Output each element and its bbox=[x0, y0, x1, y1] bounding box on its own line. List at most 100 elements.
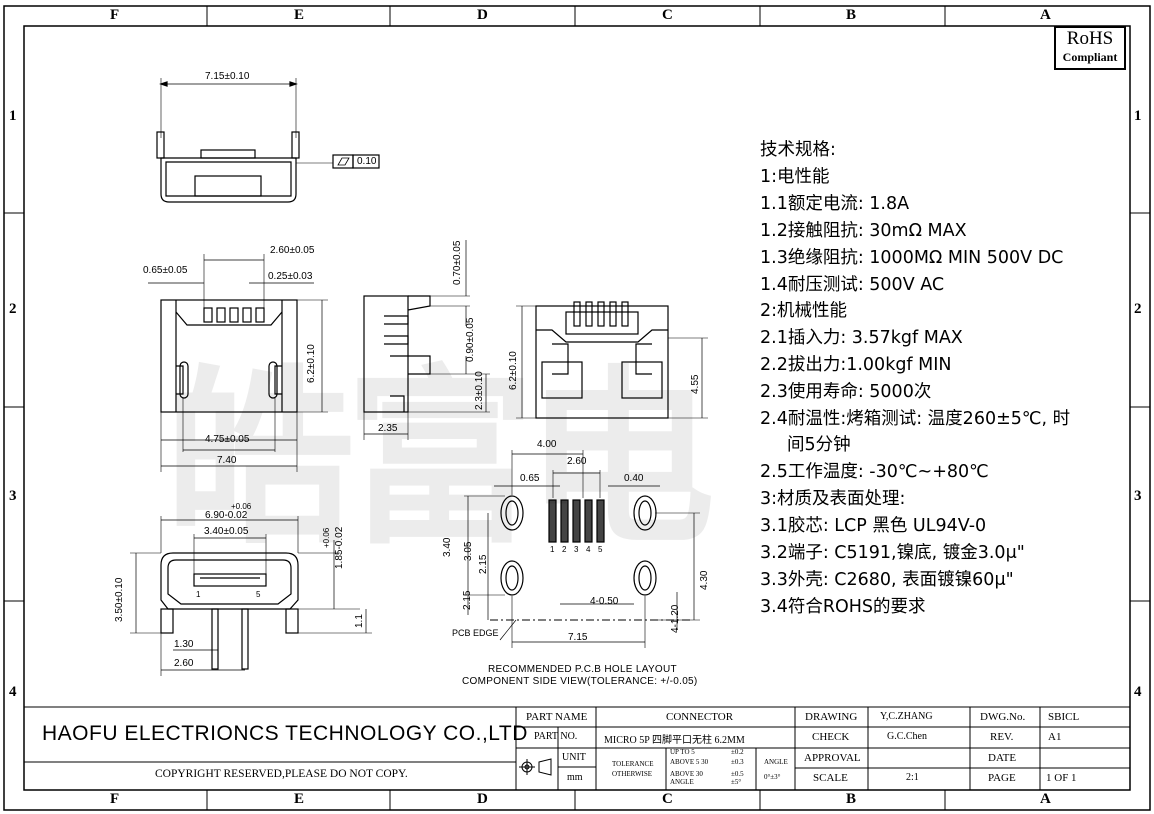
dim-label: 2.15 bbox=[478, 554, 489, 574]
spec-line: 3.4符合ROHS的要求 bbox=[760, 597, 926, 617]
tolerance-label: TOLERANCE bbox=[612, 760, 654, 768]
spec-line: 间5分钟 bbox=[787, 435, 851, 455]
front-view bbox=[148, 254, 328, 472]
zone-row-1: 1 bbox=[9, 108, 17, 124]
spec-line: 2.2拔出力:1.00kgf MIN bbox=[760, 355, 952, 375]
drawing-label: DRAWING bbox=[805, 711, 858, 723]
copyright-notice: COPYRIGHT RESERVED,PLEASE DO NOT COPY. bbox=[155, 768, 408, 780]
dim-label: 0.90±0.05 bbox=[465, 317, 476, 362]
spec-line: 3.3外壳: C2680, 表面镀镍60μ" bbox=[760, 570, 1014, 590]
dim-label: 4.00 bbox=[537, 439, 557, 450]
pin-number: 5 bbox=[256, 590, 261, 599]
zone-col-f-bottom: F bbox=[110, 791, 120, 807]
spec-line: 1.3绝缘阻抗: 1000MΩ MIN 500V DC bbox=[760, 248, 1064, 268]
pin-number: 1 bbox=[550, 545, 555, 554]
angle-label: ANGLE bbox=[764, 758, 788, 766]
spec-line: 1.4耐压测试: 500V AC bbox=[760, 275, 945, 295]
dim-label: 6.2±0.10 bbox=[306, 344, 317, 383]
dim-label: 0.70±0.05 bbox=[452, 240, 463, 285]
page-value: 1 OF 1 bbox=[1046, 772, 1077, 784]
tol-value: ±0.3 bbox=[731, 758, 744, 766]
zone-row-3-right: 3 bbox=[1134, 488, 1142, 504]
dim-label: 3.40 bbox=[442, 537, 453, 557]
rohs-compliant: Compliant bbox=[1062, 50, 1118, 64]
dim-label: 7.15 bbox=[568, 632, 588, 643]
tol-value: ±0.5 bbox=[731, 770, 744, 778]
tol-row: UP TO 5 bbox=[670, 748, 695, 756]
spec-line: 1.2接触阻抗: 30mΩ MAX bbox=[760, 221, 967, 241]
part-name-label: PART NAME bbox=[526, 711, 588, 723]
dim-label: 0.65 bbox=[520, 473, 540, 484]
tol-value: ±0.2 bbox=[731, 748, 744, 756]
scale-label: SCALE bbox=[813, 772, 848, 784]
check-label: CHECK bbox=[812, 731, 850, 743]
spec-line: 1.1额定电流: 1.8A bbox=[760, 194, 910, 214]
approval-label: APPROVAL bbox=[804, 752, 861, 764]
watermark: 皓富电 bbox=[165, 349, 715, 570]
note-recommended: RECOMMENDED P.C.B HOLE LAYOUT bbox=[488, 664, 677, 675]
title-block-lines bbox=[24, 706, 1130, 790]
spec-line: 2.3使用寿命: 5000次 bbox=[760, 382, 932, 402]
dim-label: 1.30 bbox=[174, 639, 194, 650]
pin-number: 2 bbox=[562, 545, 567, 554]
spec-line: 3.2端子: C5191,镍底, 镀金3.0μ" bbox=[760, 543, 1025, 563]
zone-col-e-bottom: E bbox=[294, 791, 305, 807]
dim-label: 2.35 bbox=[378, 423, 398, 434]
zone-row-3: 3 bbox=[9, 488, 17, 504]
pcb-layout-view bbox=[464, 450, 700, 648]
spec-line: 2:机械性能 bbox=[760, 301, 848, 321]
company-name: HAOFU ELECTRIONCS TECHNOLOGY CO.,LTD bbox=[42, 722, 528, 745]
pin-number: 3 bbox=[574, 545, 579, 554]
dim-label: 4.75±0.05 bbox=[205, 434, 250, 445]
zone-col-c: C bbox=[662, 7, 673, 23]
dim-label: 2.15 bbox=[462, 590, 473, 610]
spec-line: 2.4耐温性:烤箱测试: 温度260±5℃, 时 bbox=[760, 409, 1071, 429]
dim-label: 6.2±0.10 bbox=[508, 351, 519, 390]
spec-line: 1:电性能 bbox=[760, 167, 830, 187]
zone-col-a: A bbox=[1040, 7, 1051, 23]
spec-line: 2.5工作温度: -30℃~+80℃ bbox=[760, 462, 989, 482]
dim-label: 0.40 bbox=[624, 473, 644, 484]
dwg-no-value: SBICL bbox=[1048, 711, 1080, 723]
rear-view bbox=[516, 301, 708, 419]
part-name-value: CONNECTOR bbox=[666, 711, 734, 723]
dim-label: 1.1 bbox=[354, 614, 365, 628]
rohs-badge: RoHS Compliant bbox=[1054, 26, 1126, 70]
zone-col-b-bottom: B bbox=[846, 791, 857, 807]
pin-number: 5 bbox=[598, 545, 603, 554]
dim-label: 4-1.20 bbox=[670, 604, 681, 633]
dim-label: 7.15±0.10 bbox=[205, 71, 250, 82]
end-view bbox=[130, 516, 372, 676]
dim-label: 4.30 bbox=[699, 570, 710, 590]
dim-label: 1.85-0.02 bbox=[334, 526, 345, 569]
unit-value: mm bbox=[567, 772, 583, 783]
zone-row-4-right: 4 bbox=[1134, 684, 1142, 700]
rohs-title: RoHS bbox=[1066, 28, 1114, 49]
rev-label: REV. bbox=[990, 731, 1014, 743]
dim-label: 3.05 bbox=[463, 541, 474, 561]
dim-label: 3.50±0.10 bbox=[114, 577, 125, 622]
zone-dividers bbox=[4, 6, 1150, 810]
tol-row: ABOVE 5 30 bbox=[670, 758, 709, 766]
pin-number: 4 bbox=[586, 545, 591, 554]
inner-border bbox=[23, 25, 1131, 791]
zone-col-d: D bbox=[477, 7, 488, 23]
tol-row: ANGLE bbox=[670, 778, 694, 786]
dim-label: 2.60 bbox=[567, 456, 587, 467]
pcb-edge-label: PCB EDGE bbox=[452, 628, 499, 638]
drawing-value: Y,C.ZHANG bbox=[880, 711, 933, 722]
zone-col-b: B bbox=[846, 7, 857, 23]
zone-row-4: 4 bbox=[9, 684, 17, 700]
dim-label: 7.40 bbox=[217, 455, 237, 466]
part-no-value: MICRO 5P 四脚平口无柱 6.2MM bbox=[604, 735, 745, 746]
unit-label: UNIT bbox=[562, 752, 586, 763]
dim-label: +0.06 bbox=[231, 502, 252, 511]
zone-row-2-right: 2 bbox=[1134, 301, 1142, 317]
side-view bbox=[363, 240, 490, 440]
page-label: PAGE bbox=[988, 772, 1016, 784]
zone-col-f: F bbox=[110, 7, 120, 23]
zone-col-d-bottom: D bbox=[477, 791, 488, 807]
dim-label: 2.3±0.10 bbox=[474, 371, 485, 410]
part-no-label: PART NO. bbox=[534, 731, 578, 742]
